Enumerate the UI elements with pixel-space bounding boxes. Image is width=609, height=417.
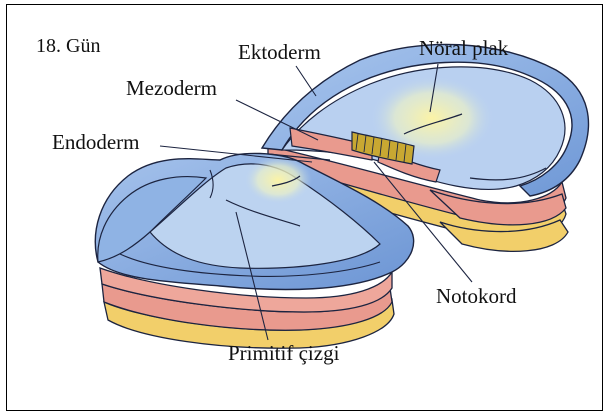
notokord-label: Notokord xyxy=(436,286,517,307)
ektoderm-label: Ektoderm xyxy=(238,42,321,63)
day-label: 18. Gün xyxy=(36,36,100,56)
primitif-cizgi-label: Primitif çizgi xyxy=(228,343,339,364)
mezoderm-label: Mezoderm xyxy=(126,78,217,99)
endoderm-label: Endoderm xyxy=(52,132,139,153)
noral-plak-label: Nöral plak xyxy=(419,38,508,59)
ektoderm-leader xyxy=(296,66,316,96)
